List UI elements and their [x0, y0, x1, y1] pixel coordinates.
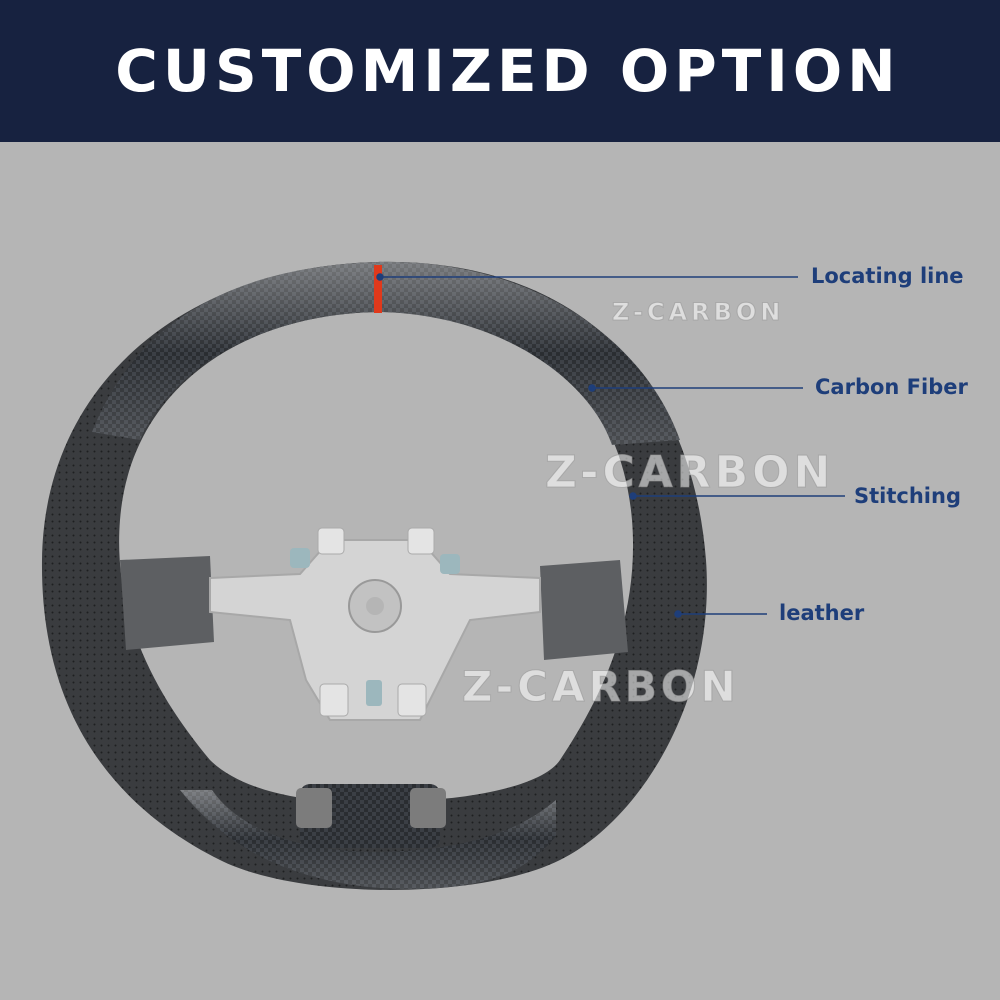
- callout-stitching: Stitching: [854, 484, 961, 508]
- title-banner: CUSTOMIZED OPTION: [0, 0, 1000, 142]
- left-spoke: [120, 556, 214, 650]
- watermark-middle: Z-CARBON: [544, 447, 835, 499]
- watermark-top: Z-CARBON: [611, 298, 785, 327]
- callout-carbon-fiber: Carbon Fiber: [815, 375, 968, 399]
- watermark-bottom: Z-CARBON: [462, 662, 740, 712]
- callout-leather: leather: [779, 601, 865, 625]
- steering-wheel-illustration: [41, 261, 845, 891]
- page-title: CUSTOMIZED OPTION: [115, 37, 901, 105]
- locating-line: [374, 265, 382, 313]
- product-photo: Z-CARBON Z-CARBON Z-CARBON Locating line…: [0, 142, 1000, 1000]
- right-spoke: [540, 560, 628, 660]
- callout-locating-line: Locating line: [811, 264, 964, 288]
